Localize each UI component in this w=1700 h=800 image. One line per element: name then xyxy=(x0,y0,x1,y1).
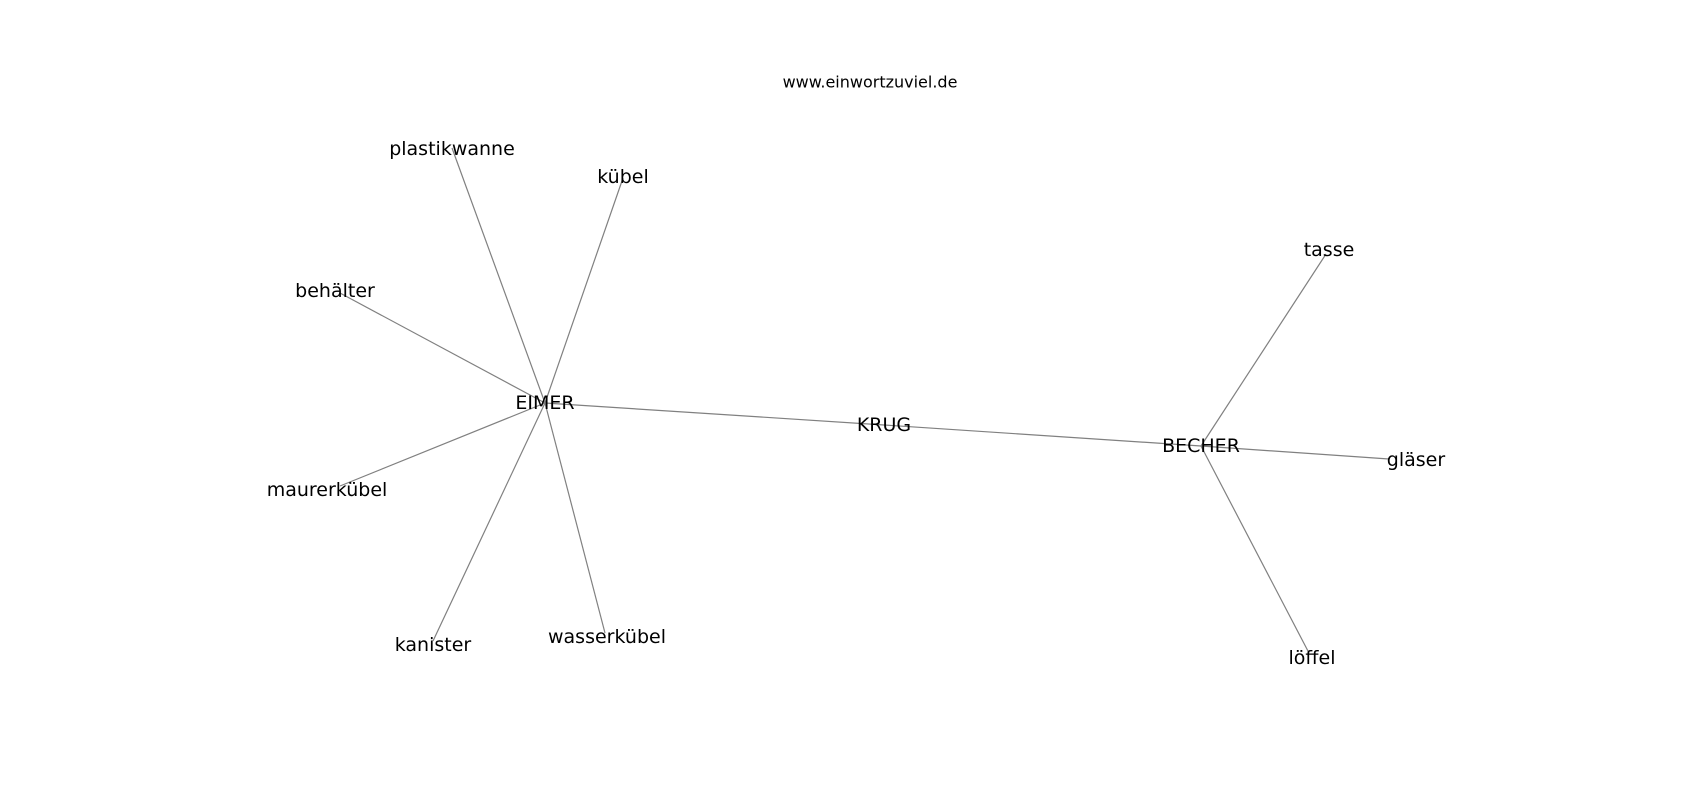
edge-eimer-wasserkubel xyxy=(544,402,606,634)
edge-eimer-krug xyxy=(544,402,885,426)
nodes-layer: KRUG EIMER BECHER plastikwanne kübel behälter… xyxy=(267,138,1446,669)
node-label-maurerkubel: maurerkübel xyxy=(267,479,388,501)
edge-becher-glaser xyxy=(1200,445,1390,460)
edge-becher-tasse xyxy=(1200,253,1327,447)
edge-eimer-kubel xyxy=(544,177,624,404)
node-label-loffel: löffel xyxy=(1289,647,1336,669)
node-label-kanister: kanister xyxy=(395,634,472,656)
node-label-plastikwanne: plastikwanne xyxy=(389,138,515,160)
node-label-becher: BECHER xyxy=(1162,435,1240,457)
node-label-glaser: gläser xyxy=(1387,449,1446,471)
node-label-kubel: kübel xyxy=(597,166,649,188)
edge-eimer-plastikwanne xyxy=(451,147,546,404)
edge-krug-becher xyxy=(883,424,1202,447)
node-label-wasserkubel: wasserkübel xyxy=(548,626,666,648)
edge-eimer-kanister xyxy=(432,402,546,642)
edges-layer xyxy=(339,147,1390,654)
node-label-eimer: EIMER xyxy=(515,392,574,414)
site-title: www.einwortzuviel.de xyxy=(783,73,958,92)
edge-eimer-behalter xyxy=(339,292,546,404)
node-label-behalter: behälter xyxy=(295,280,375,302)
edge-becher-loffel xyxy=(1200,445,1310,654)
node-label-tasse: tasse xyxy=(1304,239,1355,261)
edge-eimer-maurerkubel xyxy=(339,402,546,487)
node-label-krug: KRUG xyxy=(857,414,911,436)
